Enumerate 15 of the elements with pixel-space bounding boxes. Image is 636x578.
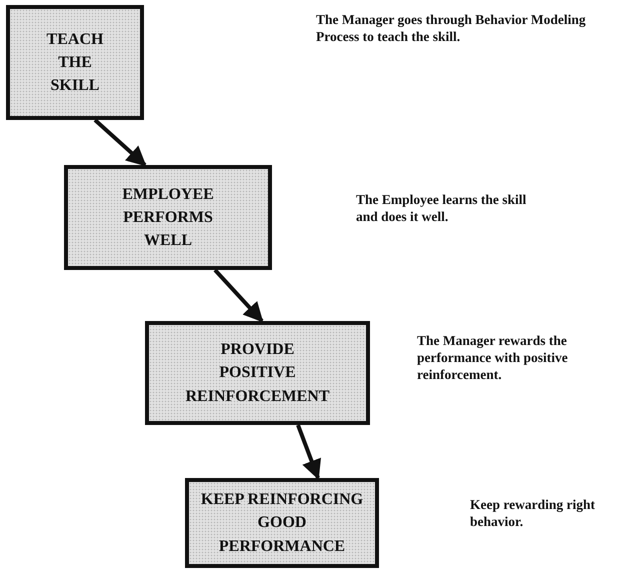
description-text: The Employee learns the skill and does it well. bbox=[356, 192, 528, 226]
process-box bbox=[6, 5, 144, 120]
arrow bbox=[94, 118, 146, 166]
box-label: PROVIDE POSITIVE REINFORCEMENT bbox=[184, 340, 330, 407]
process-box bbox=[64, 165, 272, 270]
description-text: Keep rewarding right behavior. bbox=[470, 497, 595, 531]
arrow bbox=[214, 268, 264, 322]
box-label: EMPLOYEE PERFORMS WELL bbox=[121, 184, 215, 252]
description-text: The Manager rewards the performance with positive reinforcement. bbox=[417, 333, 569, 384]
process-box bbox=[185, 478, 379, 568]
process-box bbox=[145, 321, 370, 425]
box-label: KEEP REINFORCING GOOD PERFORMANCE bbox=[200, 490, 364, 557]
box-label: TEACH THE SKILL bbox=[46, 30, 104, 96]
description-text: The Manager goes through Behavior Modeling Process to teach the skill. bbox=[316, 12, 587, 46]
arrow bbox=[296, 424, 321, 480]
